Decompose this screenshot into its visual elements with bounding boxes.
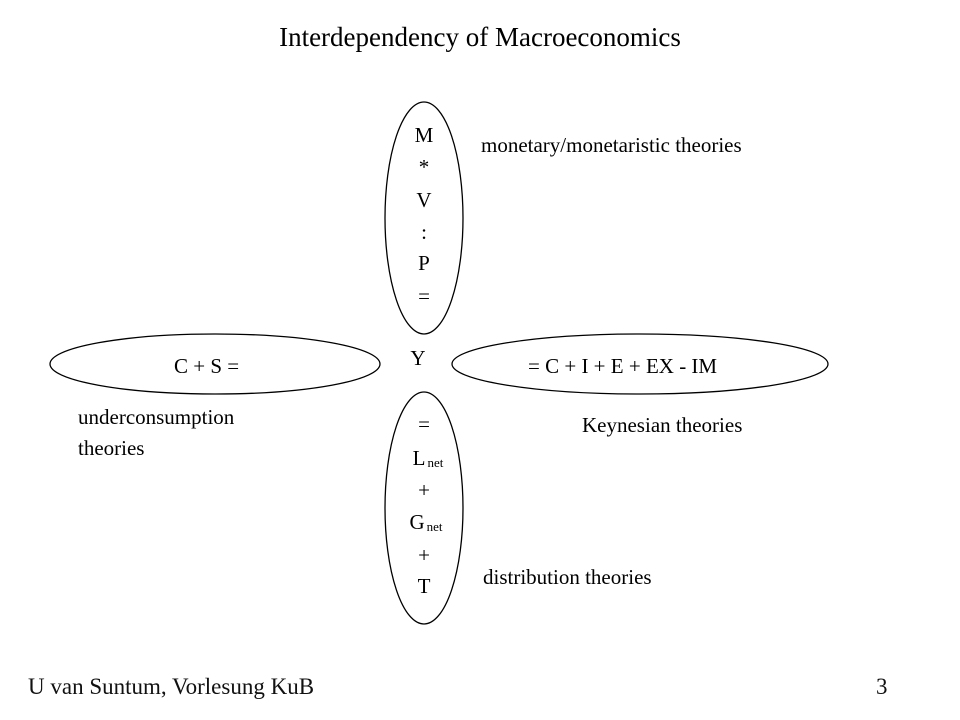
term-g-subscript: net [426,519,443,534]
label-underconsumption-line1: underconsumption [78,405,235,429]
term-times: * [418,155,430,179]
term-equals-top: = [418,284,430,308]
label-distribution-theories: distribution theories [483,565,652,589]
term-p: P [418,251,430,275]
term-equals-bottom: = [418,412,430,436]
top-ellipse [384,101,464,335]
bottom-ellipse [384,391,464,625]
footer-author: U van Suntum, Vorlesung KuB [28,674,315,699]
term-plus-2: + [418,543,430,567]
term-g: G [409,510,425,534]
label-monetary-theories: monetary/monetaristic theories [481,133,742,157]
page-number: 3 [876,674,888,699]
term-l-subscript: net [427,455,444,470]
right-equation: = C + I + E + EX - IM [528,354,718,378]
center-y: Y [410,346,426,370]
left-ellipse [49,333,381,395]
term-l: L [412,446,426,470]
term-v: V [416,188,432,212]
term-t: T [417,574,431,598]
term-plus-1: + [418,478,430,502]
right-ellipse [451,333,829,395]
label-keynesian-theories: Keynesian theories [582,413,743,437]
page-title: Interdependency of Macroeconomics [279,22,681,52]
label-underconsumption-line2: theories [78,436,145,460]
term-divide: : [421,220,427,244]
term-m: M [414,123,434,147]
left-equation: C + S = [174,354,240,378]
